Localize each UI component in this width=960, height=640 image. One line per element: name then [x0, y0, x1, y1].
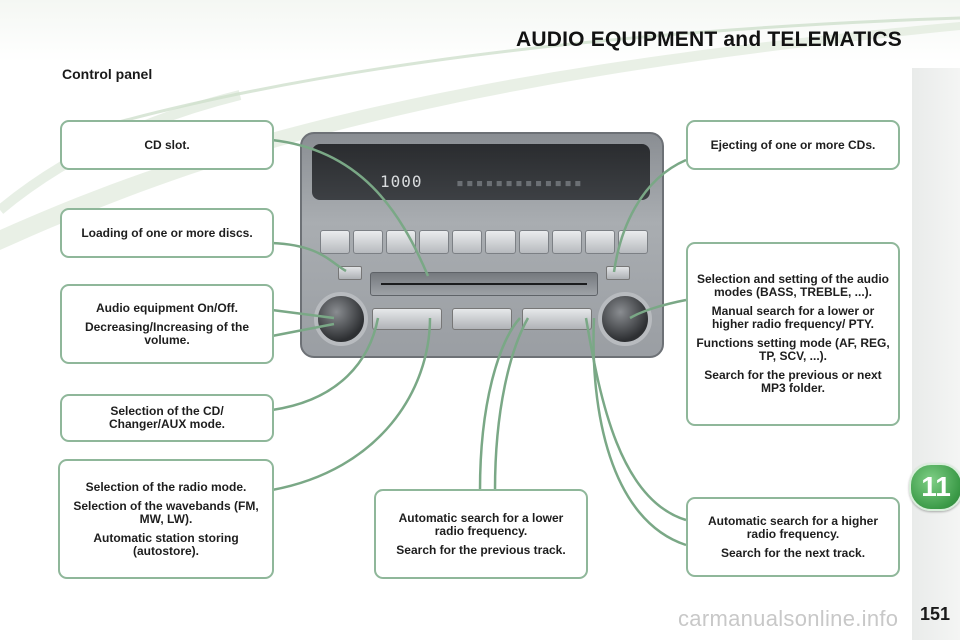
cd-radio-buttons	[372, 308, 442, 330]
callout-text: Selection of the wavebands (FM, MW, LW).	[73, 498, 259, 526]
callout-on-off-volume: Audio equipment On/Off. Decreasing/Incre…	[60, 284, 274, 364]
callout-audio-modes: Selection and setting of the audio modes…	[686, 242, 900, 426]
radio-button	[320, 230, 351, 254]
radio-button	[452, 230, 483, 254]
callout-text: Ejecting of one or more CDs.	[710, 137, 876, 152]
search-buttons	[522, 308, 592, 330]
radio-button	[584, 230, 615, 254]
callout-radio-mode: Selection of the radio mode. Selection o…	[58, 459, 274, 579]
preset-button-row	[320, 230, 648, 254]
radio-display: 1000 ▪▪▪▪▪▪▪▪▪▪▪▪▪	[312, 144, 650, 200]
radio-button	[617, 230, 648, 254]
radio-button	[386, 230, 417, 254]
callout-text: Search for the next track.	[720, 545, 866, 560]
cd-slot-panel	[370, 272, 598, 296]
display-segments: ▪▪▪▪▪▪▪▪▪▪▪▪▪	[456, 176, 584, 191]
radio-unit-illustration: 1000 ▪▪▪▪▪▪▪▪▪▪▪▪▪	[300, 132, 664, 358]
callout-text: Selection of the radio mode.	[85, 479, 247, 494]
callout-text: Decreasing/Increasing of the volume.	[84, 319, 250, 347]
callout-cd-mode: Selection of the CD/ Changer/AUX mode.	[60, 394, 274, 442]
radio-button	[551, 230, 582, 254]
radio-button	[485, 230, 516, 254]
callout-text: Loading of one or more discs.	[81, 225, 253, 240]
audio-mode-knob	[598, 292, 652, 346]
callout-text: Selection and setting of the audio modes…	[696, 272, 889, 299]
callout-search-lower: Automatic search for a lower radio frequ…	[374, 489, 588, 579]
callout-cd-slot: CD slot.	[60, 120, 274, 170]
radio-button	[518, 230, 549, 254]
center-button	[452, 308, 512, 330]
callout-text: Automatic search for a lower radio frequ…	[398, 510, 564, 538]
volume-knob	[314, 292, 368, 346]
radio-button	[353, 230, 384, 254]
callout-text: Automatic station storing (autostore).	[93, 530, 239, 558]
radio-button	[419, 230, 450, 254]
display-frequency: 1000	[380, 172, 423, 191]
section-title: Control panel	[62, 66, 153, 82]
callout-eject: Ejecting of one or more CDs.	[686, 120, 900, 170]
callout-text: Selection of the CD/ Changer/AUX mode.	[108, 404, 225, 431]
cd-slot	[381, 283, 587, 285]
side-tab-strip	[912, 68, 960, 640]
callout-search-higher: Automatic search for a higher radio freq…	[686, 497, 900, 577]
watermark: carmanualsonline.info	[678, 606, 899, 631]
load-button	[338, 266, 362, 280]
callout-text: Automatic search for a higher radio freq…	[707, 513, 879, 541]
page-number: 151	[920, 604, 951, 624]
callout-loading: Loading of one or more discs.	[60, 208, 274, 258]
callout-text: Search for the previous or next MP3 fold…	[704, 368, 882, 395]
eject-button	[606, 266, 630, 280]
callout-text: Functions setting mode (AF, REG, TP, SCV…	[696, 336, 890, 363]
page-title: AUDIO EQUIPMENT and TELEMATICS	[516, 28, 902, 51]
callout-text: Audio equipment On/Off.	[96, 300, 238, 315]
callout-text: Search for the previous track.	[396, 542, 566, 557]
callout-text: Manual search for a lower or higher radi…	[711, 304, 875, 331]
callout-text: CD slot.	[144, 137, 190, 152]
chapter-badge[interactable]: 11	[909, 463, 960, 511]
